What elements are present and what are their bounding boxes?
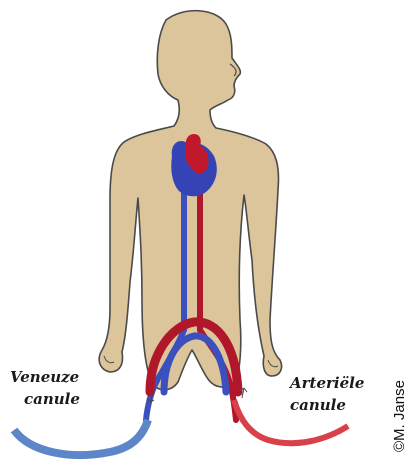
credit-text: ©M. Janse (391, 380, 408, 452)
arterial-label-line1: Arteriële (288, 374, 364, 392)
venous-label-line1: Veneuze (10, 368, 79, 386)
body-silhouette (99, 11, 281, 390)
venous-label-line2: canule (24, 390, 80, 408)
arterial-label-line2: canule (290, 396, 346, 414)
venous-cannula (14, 420, 148, 455)
